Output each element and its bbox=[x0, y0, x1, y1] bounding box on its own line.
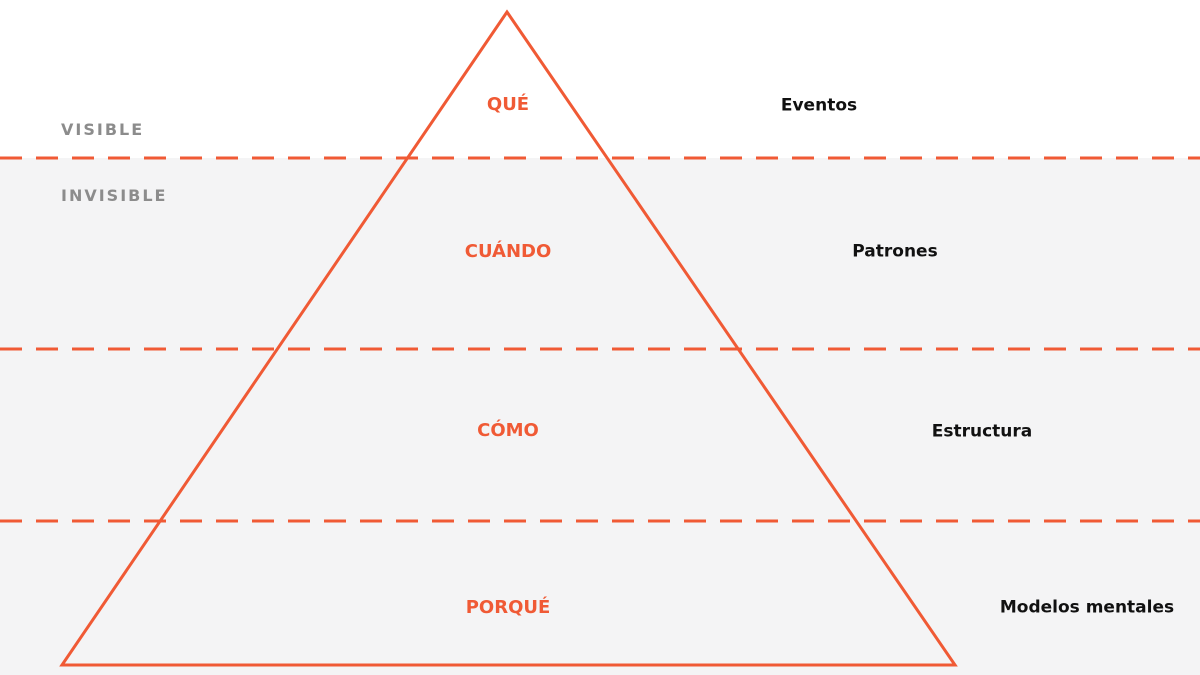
visible-zone-label: VISIBLE bbox=[61, 120, 145, 139]
concept-patrones: Patrones bbox=[852, 241, 938, 262]
level-label-que: QUÉ bbox=[486, 94, 530, 115]
concept-eventos: Eventos bbox=[780, 95, 858, 116]
invisible-zone-label: INVISIBLE bbox=[61, 186, 168, 205]
level-label-como: CÓMO bbox=[477, 420, 539, 441]
concept-estructura: Estructura bbox=[931, 421, 1033, 442]
invisible-zone-background bbox=[0, 158, 1200, 675]
pyramid-outline bbox=[59, 9, 958, 667]
level-label-porque: PORQUÉ bbox=[465, 597, 551, 618]
level-label-cuando: CUÁNDO bbox=[464, 241, 552, 262]
concept-modelos-mentales: Modelos mentales bbox=[999, 597, 1175, 618]
